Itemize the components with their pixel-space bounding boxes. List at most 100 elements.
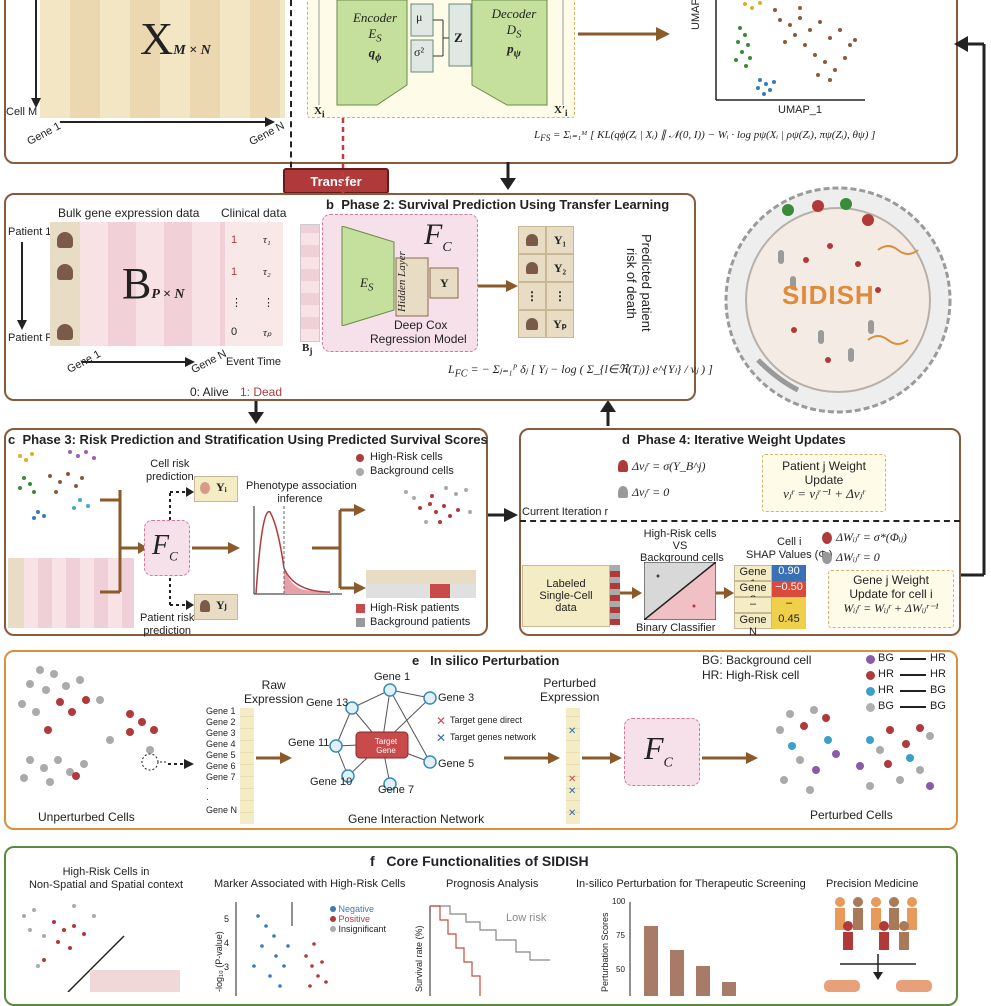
sigma-label: σ² [414, 45, 424, 60]
dv2-eq: Δvⱼʳ = 0 [632, 485, 669, 500]
bulk-label: Bulk gene expression data [58, 206, 199, 220]
low-risk-label: Low risk [506, 912, 546, 924]
raw-expression-bar [240, 708, 254, 824]
core-col4-title: In-silico Perturbation for Therapeutic S… [576, 878, 806, 890]
perturb-fc-label: FC [644, 730, 673, 771]
arrow-d-to-b [596, 398, 620, 428]
dv1-eq: Δvⱼʳ = σ(Y_B^j) [632, 459, 706, 474]
volcano-ytick-5: 5 [224, 914, 229, 924]
core-col5-title: Precision Medicine [826, 878, 918, 890]
mu-label: μ [416, 10, 422, 25]
network-label: Gene Interaction Network [348, 812, 484, 826]
legend-box-bg [356, 618, 365, 627]
patient-1-label: Patient 1 [8, 226, 51, 238]
loss-fc: LFC = − Σⱼ₌₁ᴾ δⱼ [ Yⱼ − log ( Σ_{l∈ℜ(Tⱼ)… [448, 362, 713, 379]
fc-label: FC [424, 218, 452, 256]
target-direct-label: Target gene direct [450, 715, 522, 725]
shap-table: Gene 1 0.90 Gene 2 −0.50 – – Gene N 0.45 [734, 565, 806, 629]
patient-icon-grey [618, 486, 628, 498]
target-gene-label: Target Gene [366, 737, 406, 755]
net-gene-10: Gene 10 [310, 776, 352, 788]
legend-dot-bg [356, 468, 364, 476]
output-table: Y₁ Y₂ ⋮ ⋮ Yₚ [518, 226, 574, 338]
legend-high-cells: High-Risk cells [370, 451, 443, 463]
bar-ylabel: Perturbation Scores [600, 912, 610, 992]
arrow-to-fc [582, 750, 626, 766]
binary-classifier-plot [644, 562, 716, 620]
output-yp: Yₚ [546, 310, 574, 338]
perturbation-bar-chart [610, 896, 760, 996]
output-y1: Y₁ [546, 226, 574, 254]
net-gene-11: Gene 11 [288, 737, 329, 749]
net-gene-5: Gene 5 [438, 758, 474, 770]
legend-box-high [356, 604, 365, 613]
vs-label: High-Risk cellsVSBackground cells [640, 528, 720, 564]
z-label: Z [454, 30, 463, 46]
unperturbed-cells [10, 660, 170, 810]
es-label: ES [360, 275, 373, 294]
bar-ytick-100: 100 [612, 897, 625, 906]
x-in-label: Xi [314, 105, 325, 119]
bj-vector [300, 224, 320, 342]
clinical-label: Clinical data [221, 206, 286, 220]
sidish-logo: SIDISH [782, 280, 875, 311]
bar-ytick-75: 75 [616, 931, 625, 940]
labeled-sc-box: LabeledSingle-Celldata [522, 565, 610, 627]
arrow-a-to-b [496, 162, 520, 192]
phase3-fc-label: FC [152, 530, 178, 565]
dw1-eq: ΔWᵢⱼʳ = σ*(Φᵢⱼ) [836, 530, 907, 545]
km-ylabel: Survival rate (%) [414, 925, 424, 992]
km-plot [420, 896, 570, 996]
arrow-dashed-to-raw [168, 756, 198, 772]
deep-cox-label-1: Deep Cox [394, 318, 447, 332]
net-gene-1: Gene 1 [374, 671, 410, 683]
unperturbed-label: Unperturbed Cells [38, 810, 135, 824]
bg-hr-dot [866, 655, 875, 664]
perturbed-cells-plot [770, 700, 950, 810]
loss-fs: LFS = Σᵢ₌₁ᴹ [ KL(qϕ(Zᵢ | Xᵢ) ∥ 𝒩(0, I)) … [534, 128, 875, 143]
patient-icon [57, 324, 73, 340]
predicted-risk-vertical: Predicted patientrisk of death [624, 228, 654, 338]
phase3-title: c Phase 3: Risk Prediction and Stratific… [8, 432, 488, 447]
patient-icon [57, 264, 73, 280]
cell-m-label: Cell M [6, 106, 37, 118]
cell-icon-grey [822, 552, 832, 564]
net-gene-13: Gene 13 [306, 697, 348, 709]
hr-definition: HR: High-Risk cell [702, 668, 799, 682]
output-y2: Y₂ [546, 254, 574, 282]
bg-definition: BG: Background cell [702, 653, 811, 667]
cell-icon-red [822, 532, 832, 544]
decoder-label: Decoder DS pψ [484, 6, 544, 59]
patient-strat-row [366, 570, 476, 598]
core-spatial-plot [14, 896, 204, 992]
net-gene-3: Gene 3 [438, 692, 474, 704]
hidden-layer-label: Hidden Layer [396, 251, 408, 312]
umap-y-label: UMAP_2 [690, 0, 702, 30]
yj-label: Yⱼ [216, 598, 227, 613]
density-curve [244, 506, 344, 606]
alive-label: 0: Alive [190, 385, 229, 399]
phase4-title: d Phase 4: Iterative Weight Updates [622, 432, 846, 447]
deep-cox-label-2: Regression Model [370, 332, 467, 346]
target-network-icon: ✕ [436, 731, 446, 745]
umap-x-label: UMAP_1 [778, 104, 822, 116]
hr-bg-dot [866, 687, 875, 696]
target-direct-icon: ✕ [436, 714, 446, 728]
volcano-ylabel: -log₁₀ (P-value) [214, 931, 224, 992]
patient-icon [57, 232, 73, 248]
arrow-to-classifier [620, 585, 644, 601]
output-dots: ⋮ [546, 282, 574, 310]
patient-p-label: Patient P [8, 332, 53, 344]
legend-bg-cells: Background cells [370, 465, 454, 477]
legend-bg-patients: Background patients [370, 616, 470, 628]
arrow-c-to-d [488, 505, 520, 525]
encoder-label: Encoder ES qϕ [345, 10, 405, 63]
phase2-title: b Phase 2: Survival Prediction Using Tra… [326, 197, 669, 212]
